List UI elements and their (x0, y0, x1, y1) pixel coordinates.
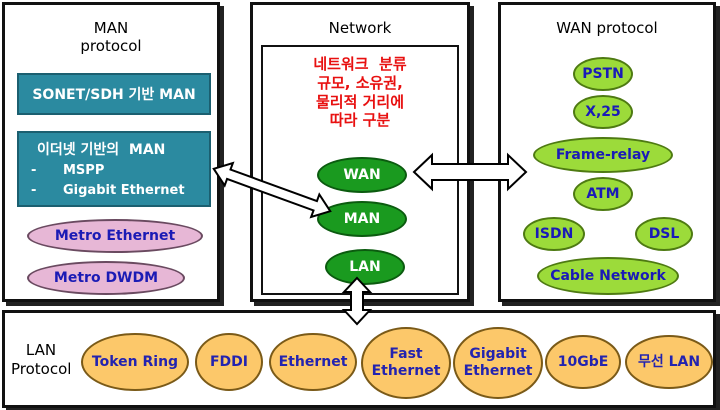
desc-line: 규모, 소유권, (317, 73, 403, 92)
man-title-line1: MAN (93, 19, 129, 37)
atm-node: ATM (573, 177, 633, 211)
metro-dwdm-node: Metro DWDM (27, 261, 185, 295)
pstn-node: PSTN (573, 57, 633, 91)
ethernet-label: Ethernet (278, 353, 348, 370)
lan-label: LAN (349, 258, 381, 275)
wan-label: WAN (343, 166, 381, 183)
bullet: - (31, 163, 37, 178)
cable-network-node: Cable Network (537, 257, 679, 295)
token-ring-label: Token Ring (91, 353, 179, 370)
fast-ethernet-node: Fast Ethernet (361, 327, 451, 399)
dsl-node: DSL (635, 217, 693, 251)
wan-link-arrow (412, 152, 528, 192)
10gbe-label: 10GbE (557, 353, 609, 370)
mspp-label: MSPP (63, 163, 105, 178)
man-title-line2: protocol (80, 37, 142, 55)
wan-node: WAN (317, 157, 407, 193)
ethernet-man-title: 이더넷 기반의 MAN (37, 142, 166, 158)
list-item: - Gigabit Ethernet (31, 181, 185, 201)
fast-ethernet-line2: Ethernet (371, 363, 441, 379)
bullet: - (31, 183, 37, 198)
wireless-lan-label: 무선 LAN (637, 353, 701, 370)
network-panel-title: Network (328, 19, 392, 37)
list-item: - MSPP (31, 161, 185, 181)
token-ring-node: Token Ring (81, 333, 189, 391)
wan-panel-title: WAN protocol (556, 19, 658, 37)
metro-ethernet-node: Metro Ethernet (27, 219, 203, 253)
man-label: MAN (343, 210, 381, 227)
isdn-node: ISDN (523, 217, 585, 251)
gigabit-ethernet-label: Gigabit Ethernet (63, 183, 185, 198)
pstn-label: PSTN (582, 65, 624, 82)
desc-line: 네트워크 분류 (313, 55, 407, 73)
wireless-lan-node: 무선 LAN (625, 335, 713, 389)
lan-link-arrow (341, 276, 373, 326)
ethernet-man-list: - MSPP - Gigabit Ethernet (31, 161, 185, 201)
man-link-arrow (212, 161, 332, 219)
10gbe-node: 10GbE (545, 335, 621, 389)
lan-title-line1: LAN (25, 341, 57, 359)
fddi-node: FDDI (195, 333, 263, 391)
gigabit-ethernet-line2: Ethernet (463, 363, 533, 379)
fast-ethernet-line1: Fast (389, 346, 423, 363)
atm-label: ATM (586, 185, 620, 202)
man-node: MAN (317, 201, 407, 237)
desc-line: 물리적 거리에 (315, 92, 405, 111)
metro-ethernet-label: Metro Ethernet (54, 227, 176, 244)
fddi-label: FDDI (209, 353, 248, 370)
lan-node: LAN (325, 249, 405, 285)
ethernet-node: Ethernet (269, 333, 357, 391)
lan-protocol-panel: LAN Protocol Token Ring FDDI Ethernet Fa… (2, 310, 716, 408)
sonet-sdh-box: SONET/SDH 기반 MAN (17, 73, 211, 115)
cable-network-label: Cable Network (550, 267, 666, 284)
x25-node: X,25 (573, 95, 633, 129)
ethernet-man-box: 이더넷 기반의 MAN - MSPP - Gigabit Ethernet (17, 131, 211, 207)
dsl-label: DSL (648, 225, 680, 242)
desc-line: 따라 구분 (329, 111, 391, 130)
man-panel-title: MAN protocol (5, 19, 217, 55)
lan-title-line2: Protocol (11, 360, 72, 378)
frame-relay-label: Frame-relay (555, 146, 651, 163)
metro-dwdm-label: Metro DWDM (53, 269, 159, 286)
network-panel: Network 네트워크 분류 규모, 소유권, 물리적 거리에 따라 구분 W… (250, 2, 470, 302)
man-protocol-panel: MAN protocol SONET/SDH 기반 MAN 이더넷 기반의 MA… (2, 2, 220, 302)
gigabit-ethernet-node: Gigabit Ethernet (453, 327, 543, 399)
lan-panel-title: LAN Protocol (11, 341, 71, 379)
sonet-sdh-label: SONET/SDH 기반 MAN (32, 87, 196, 103)
network-description: 네트워크 분류 규모, 소유권, 물리적 거리에 따라 구분 (263, 55, 457, 130)
wan-protocol-panel: WAN protocol PSTN X,25 Frame-relay ATM I… (498, 2, 716, 302)
x25-label: X,25 (585, 103, 621, 120)
frame-relay-node: Frame-relay (533, 137, 673, 173)
isdn-label: ISDN (534, 225, 574, 242)
gigabit-ethernet-line1: Gigabit (469, 346, 527, 363)
